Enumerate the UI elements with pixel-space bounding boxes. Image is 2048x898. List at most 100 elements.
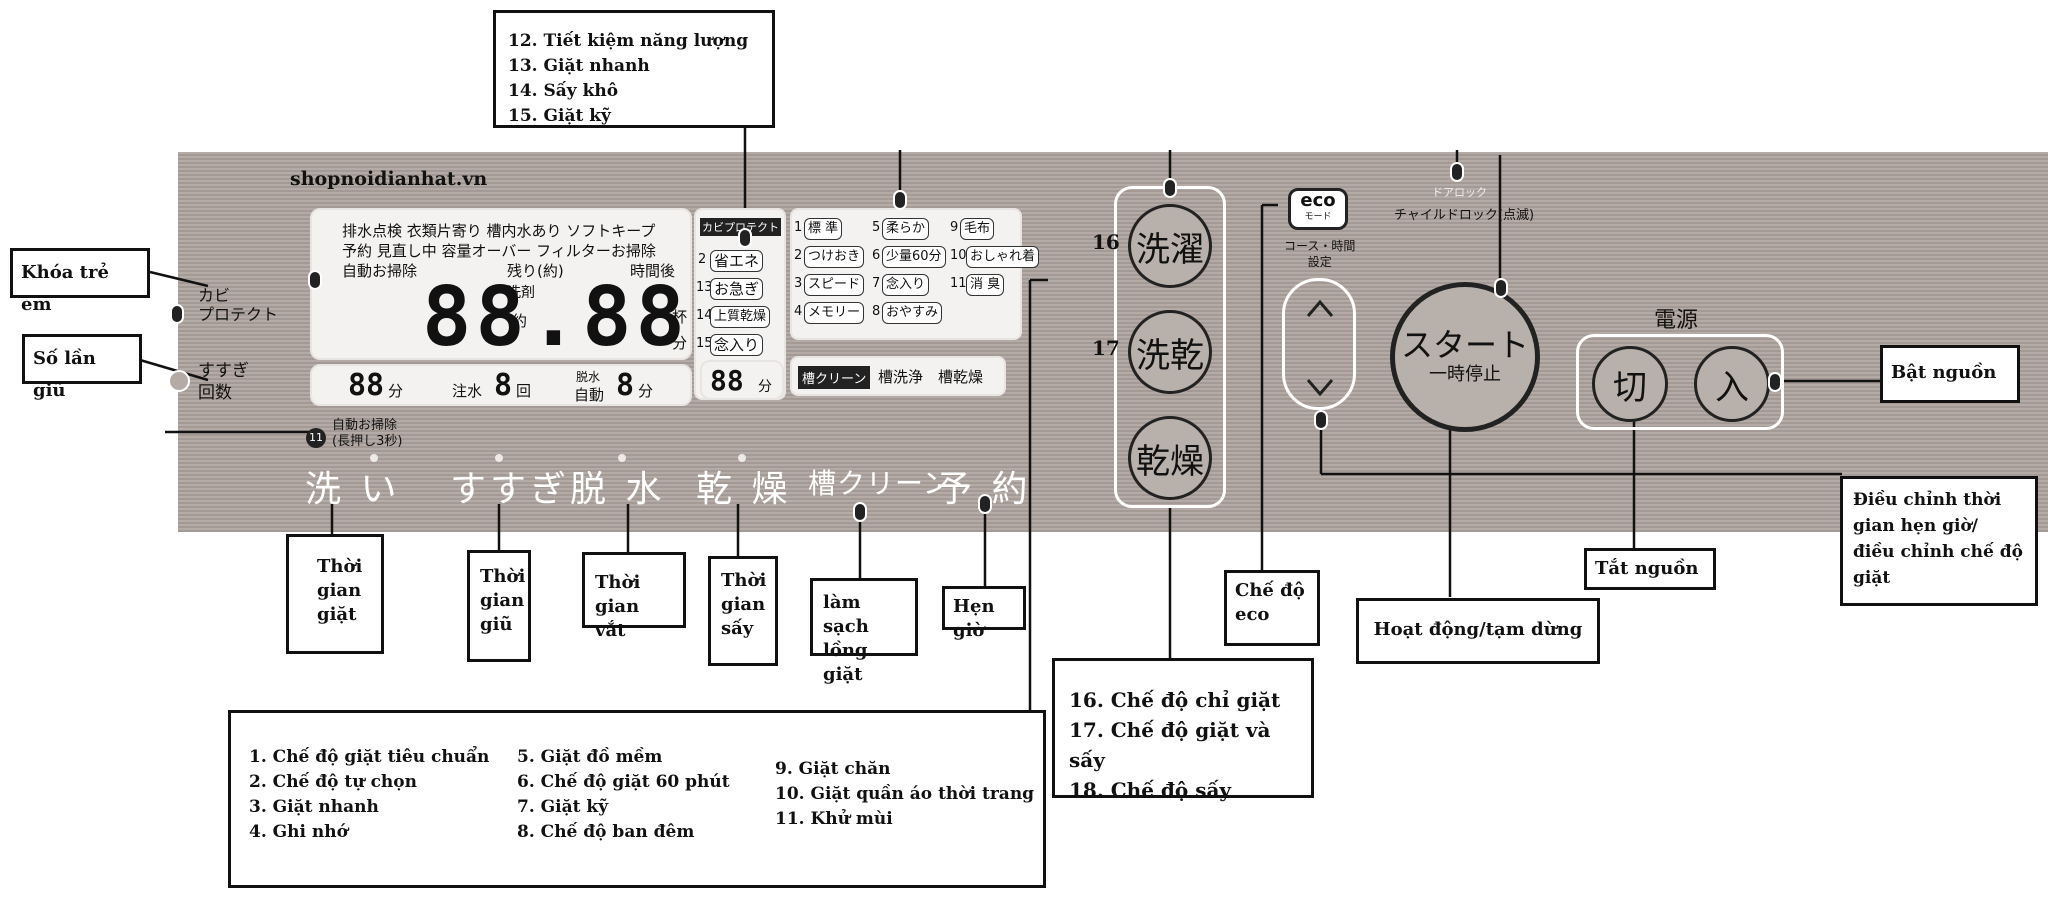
course-grid-option[interactable]: 標 準: [804, 218, 843, 240]
tub-clean-indicator: [853, 502, 867, 522]
eco-sub: モード: [1304, 212, 1332, 222]
start-pause-button[interactable]: スタート 一時停止: [1390, 282, 1540, 432]
eco-caption: コース・時間 設定: [1284, 239, 1356, 269]
course-grid-option[interactable]: 念入り: [882, 274, 930, 296]
lcd-digits: 88.88: [422, 270, 689, 365]
auto-clean-label: 自動お掃除 (長押し3秒): [332, 418, 403, 449]
tub-tab-clean[interactable]: 槽クリーン: [798, 366, 871, 389]
lcd-approx-label: 約: [512, 312, 528, 330]
rinse-time-label-box: Thời gian giũ: [467, 550, 531, 662]
course-grid-option[interactable]: おやすみ: [882, 302, 943, 324]
up-arrow-icon[interactable]: [1302, 294, 1338, 324]
power-title: 電源: [1654, 308, 1699, 333]
door-lock-indicator: [1450, 162, 1464, 182]
course-grid-option[interactable]: 少量60分: [882, 246, 946, 268]
mode-top-indicator: [1163, 178, 1177, 198]
susugi-kaisu-label: すすぎ 回数: [198, 361, 249, 403]
lcd-detergent-label: 洗剤: [507, 285, 535, 301]
tab-spin[interactable]: 脱 水: [570, 469, 666, 510]
course-grid-option[interactable]: 毛布: [960, 218, 995, 240]
course-list-item: 8. Chế độ ban đêm: [517, 822, 695, 842]
power-on-button[interactable]: 入: [1694, 346, 1770, 422]
course-left-num-15: 15: [696, 336, 713, 351]
lcd2-water-unit: 回: [516, 382, 532, 400]
dry-digits: 88: [710, 364, 744, 397]
tab-rinse[interactable]: すすぎ: [450, 469, 571, 510]
tab-tub-clean[interactable]: 槽クリーン: [808, 467, 952, 500]
tab-wash[interactable]: 洗 い: [305, 469, 401, 510]
kabi-protect-label: カビ プロテクト: [198, 286, 279, 324]
dry-only-button[interactable]: 乾燥: [1128, 416, 1212, 500]
wash-dry-label: 洗乾: [1136, 335, 1204, 376]
pause-label: 一時停止: [1429, 364, 1501, 385]
course-eco[interactable]: 省エネ: [710, 250, 764, 272]
mode-list-item: 17. Chế độ giặt và sấy: [1069, 718, 1271, 772]
course-list-item: 10. Giặt quần áo thời trang: [775, 784, 1035, 804]
rinse-indicator-dot: [495, 454, 503, 462]
course-list-item: 6. Chế độ giặt 60 phút: [517, 772, 730, 792]
lcd2-water-digit: 8: [494, 368, 513, 403]
course-left-num-14: 14: [696, 308, 713, 323]
course-grid-option[interactable]: おしゃれ着: [966, 246, 1040, 268]
wash-only-button[interactable]: 洗濯: [1128, 204, 1212, 288]
course-grid-num: 4: [794, 304, 803, 319]
tub-clean-panel: 槽クリーン 槽洗浄 槽乾燥: [790, 356, 1006, 396]
child-lock-jp-label: チャイルドロック(点滅): [1394, 208, 1535, 223]
lcd2-spin-label-2: 自動: [574, 386, 605, 404]
course-quick[interactable]: お急ぎ: [710, 278, 764, 300]
wash-time-label-box: Thời gian giặt: [286, 534, 384, 654]
timer-label-box: Hẹn giờ: [942, 586, 1026, 641]
tub-tab-dry[interactable]: 槽乾燥: [938, 368, 984, 386]
course-grid-option[interactable]: メモリー: [804, 302, 865, 324]
course-grid-num: 5: [872, 220, 881, 235]
course-premium-dry[interactable]: 上質乾燥: [710, 306, 771, 328]
power-on-indicator: [1768, 372, 1782, 392]
tab-dry[interactable]: 乾 燥: [696, 469, 792, 510]
course-grid-option[interactable]: スピード: [804, 274, 865, 296]
power-on-label: 入: [1715, 367, 1749, 408]
main-lcd: 排水点検 衣類片寄り 槽内水あり ソフトキープ 予約 見直し中 容量オーバー フ…: [310, 208, 692, 365]
course-list-box: 1. Chế độ giặt tiêu chuẩn 2. Chế độ tự c…: [228, 710, 1046, 888]
auto-clean-button[interactable]: 11: [306, 428, 326, 448]
mode-num-16: 16: [1092, 230, 1120, 254]
lcd-status-row-3: 自動お掃除: [342, 262, 418, 280]
adjust-frame: [1282, 278, 1356, 410]
course-list-col-2: 5. Giặt đồ mềm 6. Chế độ giặt 60 phút 7.…: [517, 745, 730, 845]
course-grid-num: 1: [794, 220, 803, 235]
secondary-lcd: 88 分 注水 8 回 脱水 自動 8 分: [310, 364, 692, 406]
wash-dry-button[interactable]: 洗乾: [1128, 310, 1212, 394]
course-grid-option[interactable]: つけおき: [804, 246, 865, 268]
spin-time-label-box: Thời gian vắt: [582, 552, 686, 641]
lcd-time-after-label: 時間後: [630, 262, 676, 280]
course-grid-option[interactable]: 柔らか: [882, 218, 930, 240]
susugi-kaisu-indicator: [168, 370, 190, 392]
dry-unit: 分: [758, 379, 772, 395]
tub-tab-wash[interactable]: 槽洗浄: [878, 368, 924, 386]
power-off-label-box: Tắt nguồn: [1584, 548, 1716, 590]
course-thorough[interactable]: 念入り: [710, 334, 764, 356]
top-callout-item: 14. Sấy khô: [508, 81, 619, 101]
watermark: shopnoidianhat.vn: [290, 168, 488, 190]
course-list-col-3: 9. Giặt chăn 10. Giặt quần áo thời trang…: [775, 757, 1034, 832]
timer-adjust-indicator: [1314, 410, 1328, 430]
course-list-item: 3. Giặt nhanh: [249, 797, 379, 817]
mode-list-box: 16. Chế độ chỉ giặt 17. Chế độ giặt và s…: [1052, 658, 1314, 802]
eco-badge: eco: [1300, 190, 1336, 211]
timer-indicator: [978, 494, 992, 514]
course-grid-num: 9: [950, 220, 959, 235]
dry-time-label-box: Thời gian sấy: [708, 556, 778, 666]
eco-button[interactable]: eco モード: [1288, 188, 1348, 230]
power-off-button[interactable]: 切: [1592, 346, 1668, 422]
wash-only-label: 洗濯: [1136, 229, 1204, 270]
course-grid-option[interactable]: 消 臭: [966, 274, 1005, 296]
child-lock-label: Khóa trẻ em: [10, 248, 150, 315]
timer-adjust-label-box: Điều chỉnh thời gian hẹn giờ/ điều chỉnh…: [1840, 476, 2038, 606]
power-frame: [1576, 334, 1784, 430]
auto-clean-num: 11: [309, 431, 323, 444]
lcd-cup-label: 杯: [672, 308, 688, 326]
lcd2-spin-label-1: 脱水: [576, 370, 601, 384]
lcd-remaining-label: 残り(約): [507, 262, 564, 280]
kabi-protect-indicator: [170, 304, 184, 324]
course-grid-num: 3: [794, 276, 803, 291]
down-arrow-icon[interactable]: [1302, 372, 1338, 402]
